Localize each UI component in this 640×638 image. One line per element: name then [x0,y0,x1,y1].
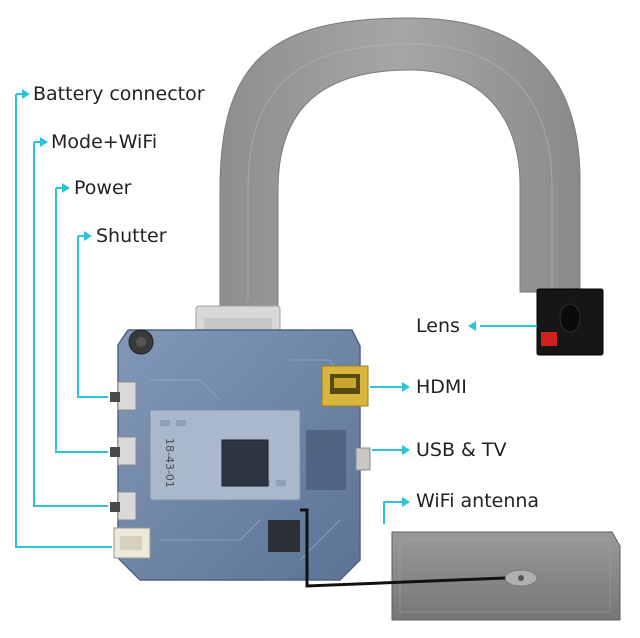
antenna-wire [300,508,506,588]
arrow-wifi-antenna [402,497,410,507]
callout-line-shutter [77,236,108,398]
arrow-power [62,183,70,193]
callout-arrowheads [22,89,476,507]
callout-line-wifi-antenna [383,501,404,524]
callout-line-mode-wifi [33,142,108,507]
arrow-lens [468,321,476,331]
module-marking: 18-43-01 [163,438,176,488]
label-wifi-antenna: WiFi antenna [416,490,540,512]
mode-wifi-button-component [117,491,137,521]
arrow-usb-tv [402,445,410,455]
callout-line-battery [15,94,112,548]
arrow-hdmi [402,382,410,392]
callout-line-power [55,188,108,453]
callout-lines [15,93,537,548]
ribbon-cable [219,17,581,311]
label-battery-connector: Battery connector [33,83,205,105]
arrow-battery [22,89,30,99]
chip [268,520,300,552]
shutter-button-component [117,381,137,411]
label-power: Power [74,177,132,199]
label-usb-tv: USB & TV [416,439,507,461]
label-hdmi: HDMI [416,376,467,398]
chip [306,430,346,490]
power-button-component [117,436,137,466]
usb-port [355,447,371,471]
lens-marker [541,332,557,346]
label-lens: Lens [416,315,460,337]
arrow-mode-wifi [40,137,48,147]
label-mode-wifi: Mode+WiFi [51,131,158,153]
arrow-shutter [84,231,92,241]
label-shutter: Shutter [96,225,167,247]
main-chip [221,439,269,487]
